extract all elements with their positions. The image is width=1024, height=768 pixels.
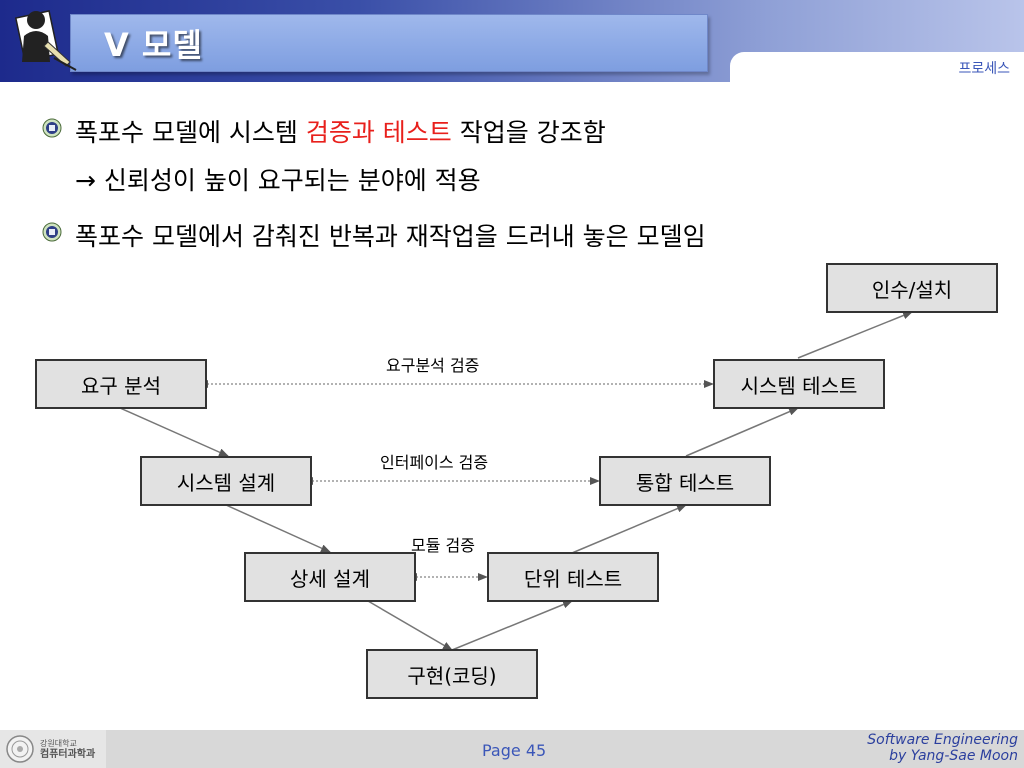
system-test-box: 시스템 테스트: [713, 359, 885, 409]
footer-department: 강원대학교 컴퓨터과학과: [40, 738, 95, 760]
bullet-emblem-icon: [42, 118, 62, 138]
unit-test-box: 단위 테스트: [487, 552, 659, 602]
flow-arrow: [225, 504, 331, 553]
bullet-emblem-icon: [42, 222, 62, 242]
interface-verification-label: 인터페이스 검증: [380, 453, 489, 472]
course-title: Software Engineering: [867, 732, 1018, 748]
section-tab: [730, 52, 1024, 84]
bullet-1-part-1: 폭포수 모델에 시스템: [75, 118, 306, 147]
requirements-analysis-box: 요구 분석: [35, 359, 207, 409]
flow-arrow: [797, 311, 913, 359]
writer-clipart-icon: [14, 10, 77, 71]
module-verification-label: 모듈 검증: [411, 536, 475, 555]
implementation-box: 구현(코딩): [366, 649, 538, 699]
bullet-1-subline: → 신뢰성이 높이 요구되는 분야에 적용: [75, 166, 481, 195]
requirements-verification-label: 요구분석 검증: [386, 356, 480, 375]
page-title: V 모델: [104, 26, 203, 64]
bullet-1-highlight: 검증과 테스트: [305, 118, 452, 147]
university-name: 강원대학교: [40, 739, 77, 748]
bullet-1-part-3: 작업을 강조함: [451, 118, 606, 147]
acceptance-install-box: 인수/설치: [826, 263, 998, 313]
system-design-box: 시스템 설계: [140, 456, 312, 506]
title-box: [70, 14, 708, 72]
course-author: by Yang-Sae Moon: [889, 748, 1018, 764]
course-credit: Software Engineering by Yang-Sae Moon: [867, 732, 1018, 764]
detailed-design-box: 상세 설계: [244, 552, 416, 602]
integration-test-box: 통합 테스트: [599, 456, 771, 506]
bullet-1-text: 폭포수 모델에 시스템 검증과 테스트 작업을 강조함: [75, 113, 606, 149]
flow-arrow: [367, 600, 453, 651]
flow-arrow: [119, 407, 229, 457]
flow-arrow: [571, 504, 687, 554]
page-number: Page 45: [482, 741, 547, 760]
footer-bar: [0, 730, 1024, 768]
flow-arrow: [451, 600, 573, 651]
bullet-2-text: 폭포수 모델에서 감춰진 반복과 재작업을 드러내 놓은 모델임: [75, 222, 706, 251]
university-seal-icon: [6, 735, 34, 763]
department-name: 컴퓨터과학과: [40, 749, 96, 760]
section-label: 프로세스: [958, 61, 1010, 77]
flow-arrow: [685, 407, 799, 457]
